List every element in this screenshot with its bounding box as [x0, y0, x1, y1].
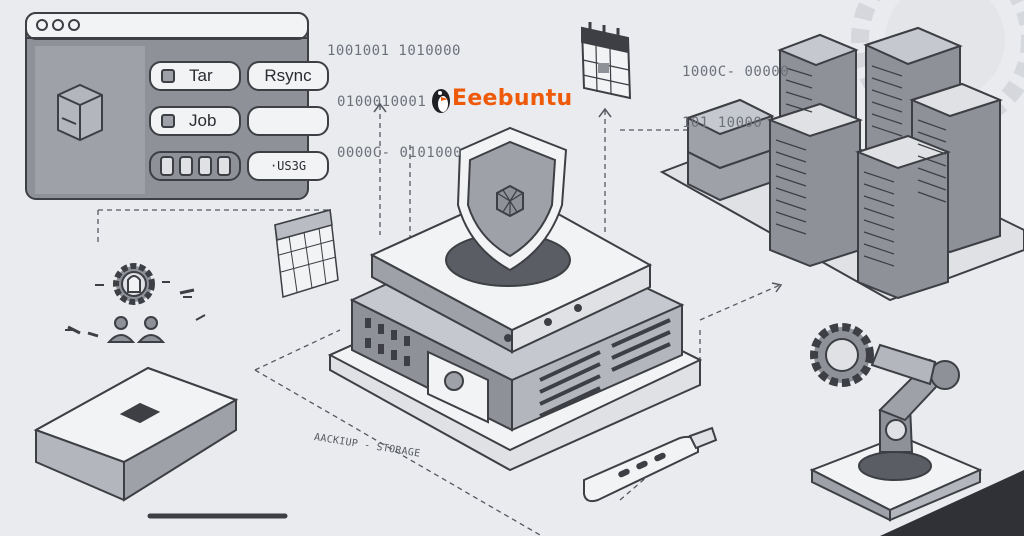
toggle-group[interactable]	[149, 151, 241, 181]
toggle-switch[interactable]	[159, 156, 174, 176]
tar-button[interactable]: Tar	[149, 61, 241, 91]
binary-line: 1000C- 00000	[682, 64, 790, 80]
brand-name: Eeebuntu	[452, 86, 573, 111]
binary-line: 101 10000	[682, 115, 763, 131]
server-side-vents	[539, 318, 671, 418]
server-slots	[775, 65, 947, 267]
calendar-icon	[580, 22, 632, 100]
binary-line: 0000C- 0101000	[337, 145, 463, 161]
external-drive-icon	[33, 366, 288, 519]
toggle-switch[interactable]	[178, 156, 193, 176]
binary-text-left: 1001001 1010000 0100010001 0000C- 010100…	[327, 9, 462, 179]
shield-icon	[445, 126, 571, 287]
dash-marks	[67, 288, 195, 338]
job-checkbox[interactable]	[161, 114, 175, 128]
penguin-logo-icon	[432, 89, 450, 113]
robotic-arm-icon	[809, 323, 1024, 536]
rsync-button[interactable]: Rsync	[247, 61, 329, 91]
job-label: Job	[189, 111, 217, 130]
brand-logo: Eeebuntu	[430, 86, 573, 111]
tar-label: Tar	[189, 66, 213, 85]
connector-lines	[97, 105, 781, 536]
arrow-heads	[373, 102, 783, 293]
job-button[interactable]: Job	[149, 106, 241, 136]
toggle-switch[interactable]	[197, 156, 212, 176]
usb-drive-icon	[583, 426, 718, 503]
tar-checkbox[interactable]	[161, 69, 175, 83]
server-vents	[365, 318, 410, 366]
users-icon	[106, 316, 166, 343]
rsync-label: Rsync	[264, 66, 312, 85]
sync-arrows	[65, 281, 206, 331]
usb-button[interactable]: ·US3G	[247, 151, 329, 181]
calendar-grid-icon	[274, 209, 339, 298]
binary-line: 1001001 1010000	[327, 43, 461, 59]
toggle-switch[interactable]	[216, 156, 231, 176]
usb-label: ·US3G	[269, 159, 307, 173]
binary-line: 0100010001	[337, 94, 427, 110]
settings-gear-icon	[113, 263, 155, 305]
server-farm	[659, 26, 1024, 302]
empty-button[interactable]	[247, 106, 329, 136]
drive-bay	[427, 350, 489, 424]
binary-text-right: 1000C- 00000 101 10000	[682, 30, 789, 149]
package-icon	[57, 83, 103, 142]
